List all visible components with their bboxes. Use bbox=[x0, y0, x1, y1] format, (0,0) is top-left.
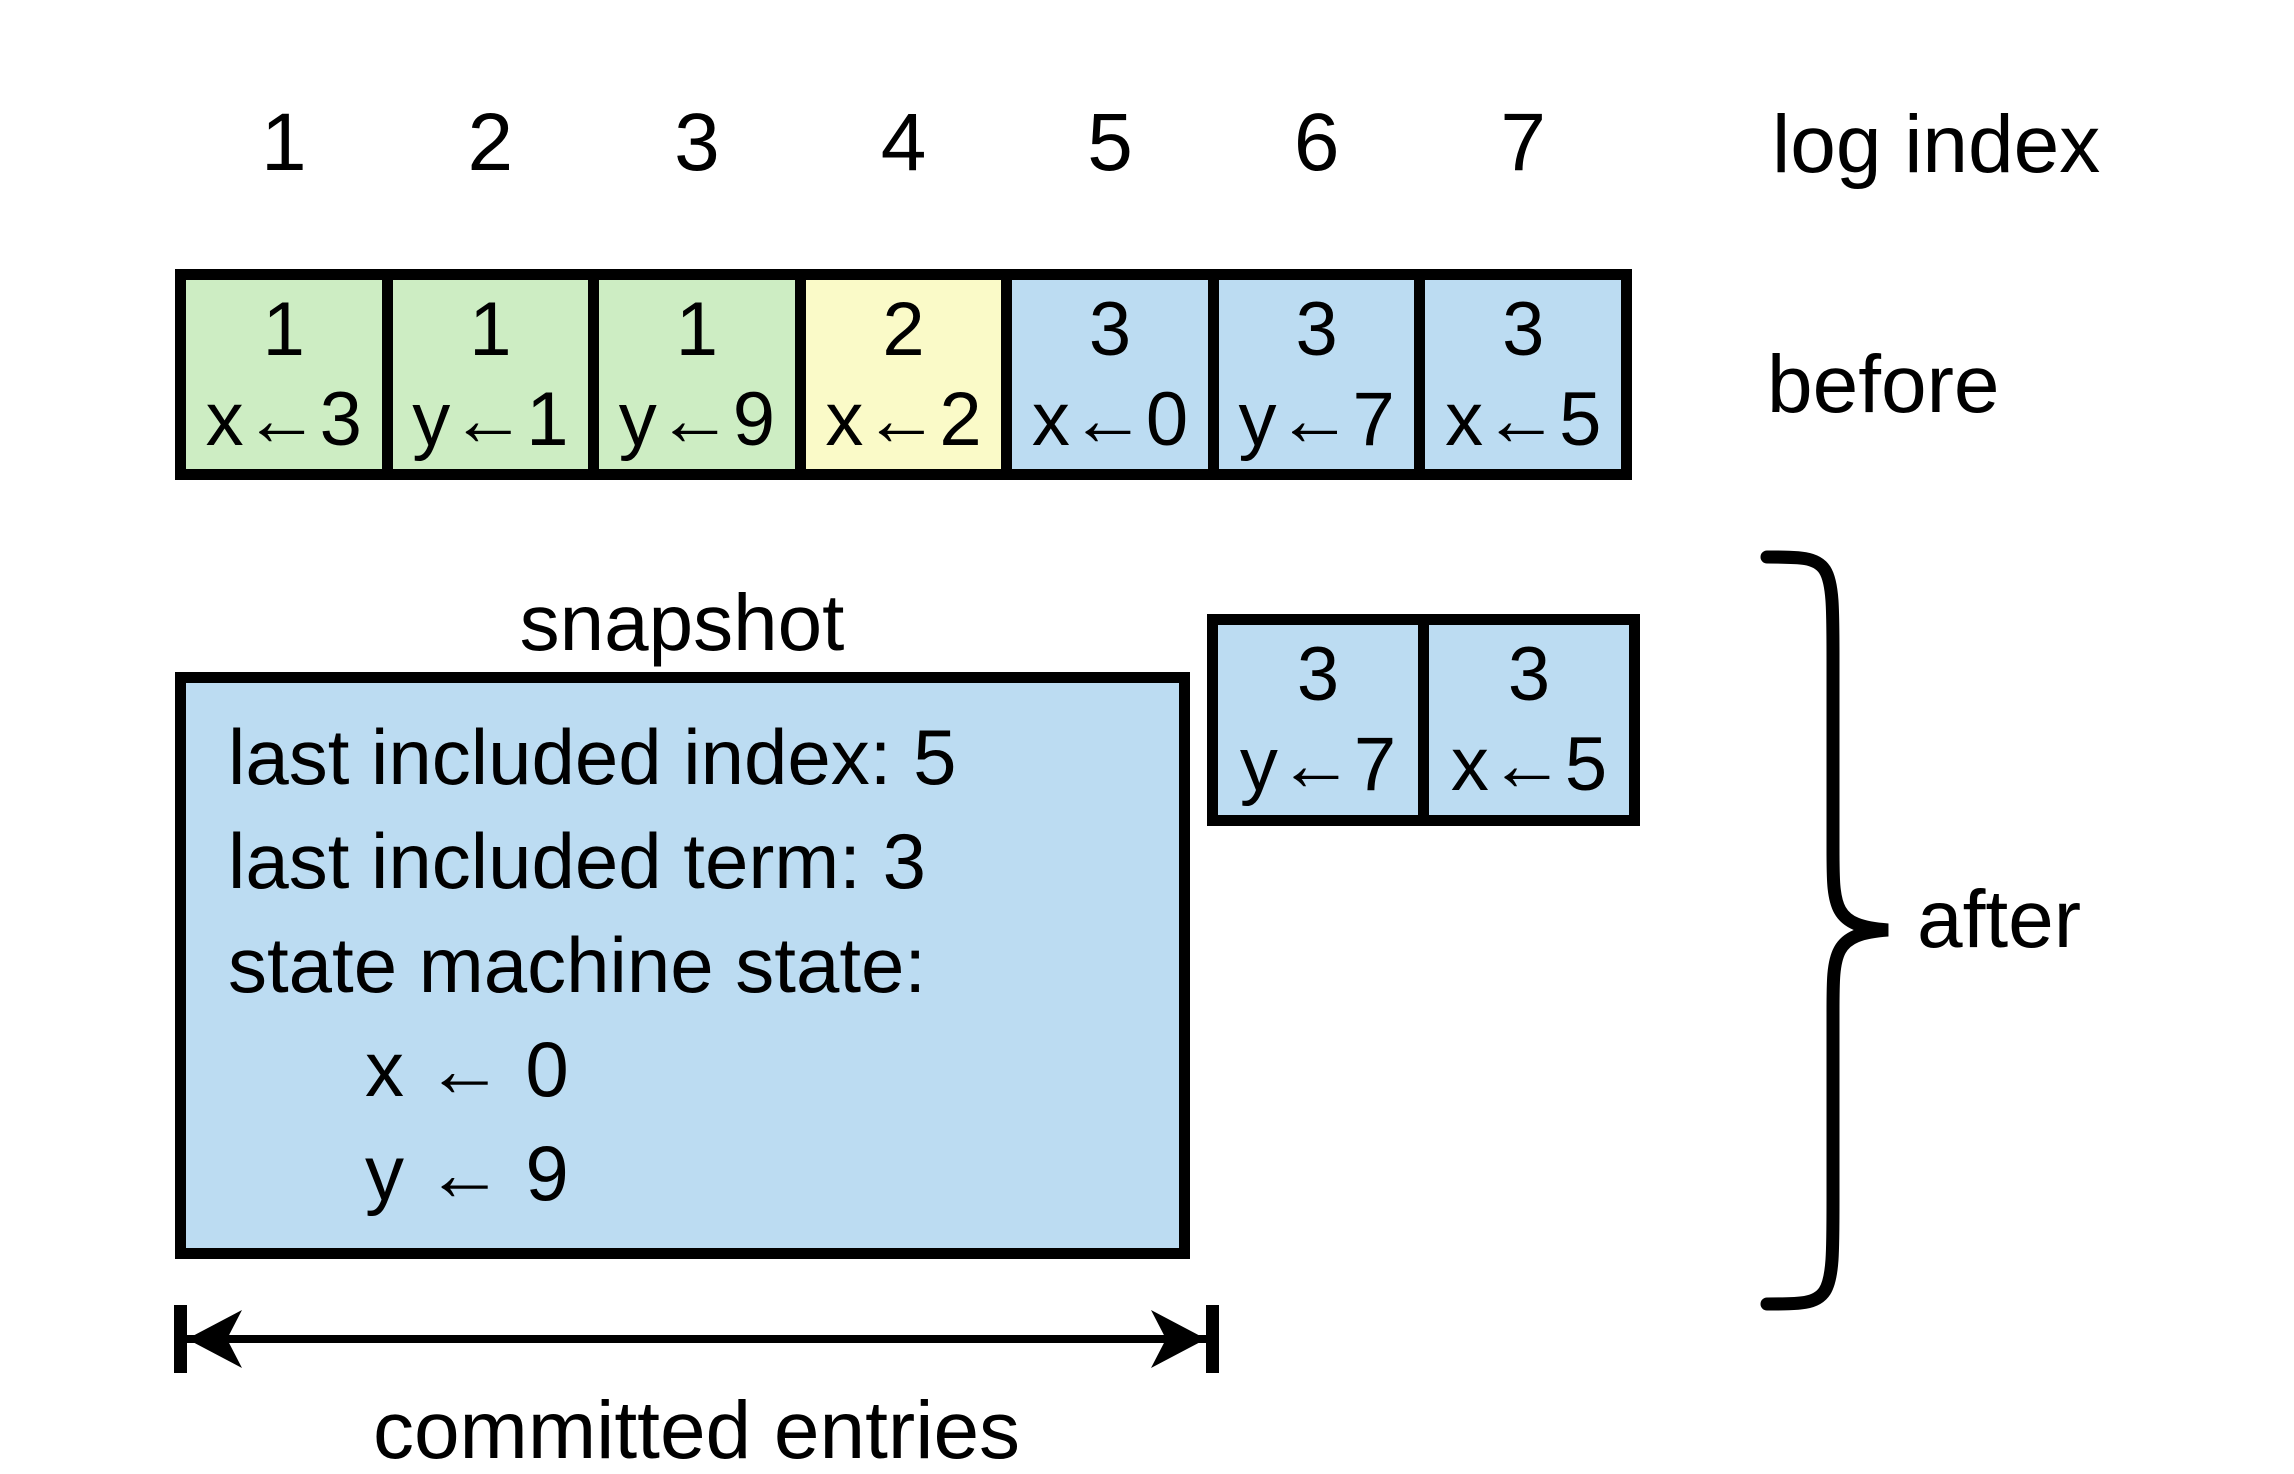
left-arrowhead-icon bbox=[187, 1310, 242, 1368]
after-log-row: 3 y←7 3 x←5 bbox=[1207, 614, 1640, 826]
curly-brace-icon bbox=[1760, 550, 1889, 1311]
range-right-bar bbox=[1206, 1305, 1219, 1373]
log-index-number: 4 bbox=[880, 97, 927, 188]
snapshot-label: snapshot bbox=[519, 578, 845, 667]
log-entry-cell: 1 x←3 bbox=[186, 280, 382, 469]
log-index-label: log index bbox=[1772, 99, 2101, 190]
entry-term: 1 bbox=[675, 286, 719, 372]
snapshot-state-machine-heading: state machine state: bbox=[228, 921, 927, 1009]
snapshot-state-y: y ← 9 bbox=[365, 1129, 569, 1217]
log-entry-cell: 3 x←5 bbox=[1425, 280, 1621, 469]
entry-term: 3 bbox=[1502, 286, 1545, 372]
after-label: after bbox=[1917, 874, 2082, 965]
entry-command: x←0 bbox=[1031, 376, 1189, 462]
entry-command: x←5 bbox=[1450, 722, 1608, 807]
range-left-bar bbox=[174, 1305, 187, 1373]
snapshot-state-x: x ← 0 bbox=[365, 1025, 569, 1113]
entry-term: 3 bbox=[1295, 286, 1338, 372]
entry-term: 1 bbox=[469, 286, 512, 372]
committed-entries-label: committed entries bbox=[372, 1385, 1021, 1474]
entry-term: 3 bbox=[1507, 632, 1551, 717]
log-entry-cell: 1 y←9 bbox=[599, 280, 795, 469]
committed-range-arrow bbox=[174, 1305, 1219, 1373]
log-entry-cell: 3 y←7 bbox=[1218, 625, 1418, 815]
log-entry-cell: 3 x←5 bbox=[1429, 625, 1629, 815]
log-index-number-row: 1 2 3 4 5 6 7 bbox=[175, 88, 1632, 198]
log-index-number: 2 bbox=[467, 97, 514, 188]
log-index-number: 7 bbox=[1500, 97, 1546, 188]
entry-command: y←9 bbox=[618, 376, 776, 462]
entry-term: 3 bbox=[1088, 286, 1132, 372]
right-arrowhead-icon bbox=[1151, 1310, 1206, 1368]
entry-term: 1 bbox=[262, 286, 305, 372]
log-entry-cell: 3 y←7 bbox=[1218, 280, 1415, 469]
entry-term: 2 bbox=[882, 286, 925, 372]
snapshot-last-included-term: last included term: 3 bbox=[228, 817, 927, 905]
before-log-row: 1 x←3 1 y←1 1 y←9 2 x←2 3 x←0 3 y←7 3 x←… bbox=[175, 269, 1632, 480]
log-index-number: 6 bbox=[1293, 97, 1340, 188]
log-entry-cell: 2 x←2 bbox=[805, 280, 1002, 469]
log-entry-cell: 3 x←0 bbox=[1012, 280, 1208, 469]
entry-command: y←1 bbox=[412, 376, 569, 462]
entry-command: y←7 bbox=[1238, 376, 1395, 462]
entry-command: x←2 bbox=[825, 376, 982, 462]
entry-command: x←3 bbox=[205, 376, 362, 462]
entry-command: y←7 bbox=[1239, 722, 1397, 807]
log-index-number: 3 bbox=[674, 97, 720, 188]
log-index-number: 5 bbox=[1087, 97, 1133, 188]
log-index-number: 1 bbox=[260, 97, 307, 188]
entry-term: 3 bbox=[1296, 632, 1340, 717]
snapshot-box: last included index: 5 last included ter… bbox=[175, 672, 1190, 1259]
snapshot-last-included-index: last included index: 5 bbox=[228, 713, 957, 801]
log-entry-cell: 1 y←1 bbox=[392, 280, 589, 469]
before-label: before bbox=[1767, 339, 2000, 430]
entry-command: x←5 bbox=[1445, 376, 1602, 462]
